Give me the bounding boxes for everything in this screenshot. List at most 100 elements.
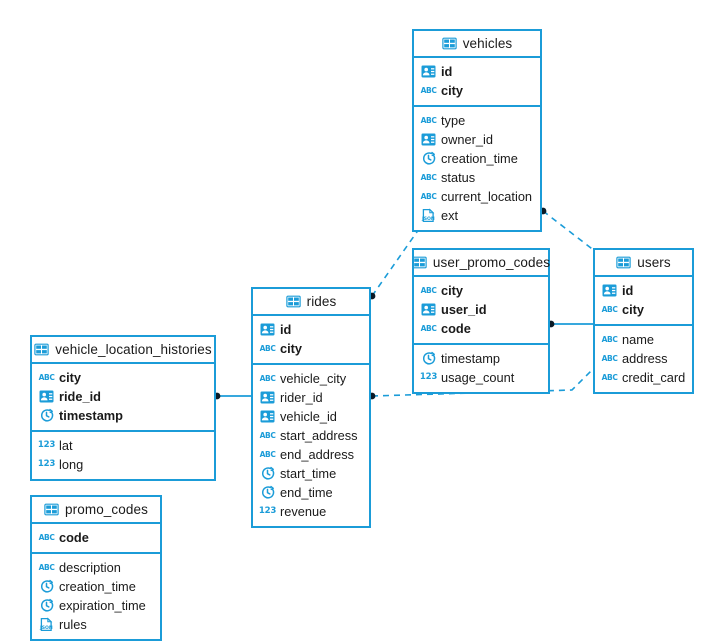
- field-name: creation_time: [441, 151, 518, 166]
- clock-icon: [260, 466, 275, 481]
- badge-icon: [421, 132, 436, 147]
- abc-icon: ABC: [420, 285, 437, 295]
- abc-icon: ABC: [38, 562, 55, 572]
- relationship-user_promo_codes-to-users[interactable]: [547, 320, 593, 328]
- field-row[interactable]: id: [414, 62, 540, 81]
- abc-icon: ABC: [420, 85, 437, 95]
- field-row[interactable]: id: [253, 320, 369, 339]
- badge-icon: [260, 390, 275, 405]
- field-name: rider_id: [280, 390, 323, 405]
- field-row[interactable]: ABC city: [253, 339, 369, 358]
- table-title: vehicles: [462, 36, 513, 51]
- field-row[interactable]: creation_time: [414, 149, 540, 168]
- field-row[interactable]: ABC name: [595, 330, 692, 349]
- badge-icon: [39, 389, 54, 404]
- abc-icon: ABC: [601, 334, 618, 344]
- table-header[interactable]: vehicle_location_histories: [32, 337, 214, 364]
- clock-icon: [39, 579, 54, 594]
- badge-icon: [260, 322, 275, 337]
- field-name: credit_card: [622, 370, 686, 385]
- field-row[interactable]: user_id: [414, 300, 548, 319]
- abc-icon: ABC: [601, 304, 618, 314]
- field-name: vehicle_id: [280, 409, 337, 424]
- field-name: start_time: [280, 466, 337, 481]
- table-header[interactable]: promo_codes: [32, 497, 160, 524]
- field-row[interactable]: ABC status: [414, 168, 540, 187]
- grid-icon: [442, 36, 457, 51]
- table-header[interactable]: vehicles: [414, 31, 540, 58]
- clock-icon: [39, 408, 54, 423]
- field-name: name: [622, 332, 655, 347]
- field-row[interactable]: timestamp: [32, 406, 214, 425]
- abc-icon: ABC: [38, 372, 55, 382]
- field-row[interactable]: owner_id: [414, 130, 540, 149]
- field-row[interactable]: end_time: [253, 483, 369, 502]
- field-name: timestamp: [441, 351, 501, 366]
- field-row[interactable]: rider_id: [253, 388, 369, 407]
- abc-icon: ABC: [420, 172, 437, 182]
- table-title: users: [637, 255, 671, 270]
- field-name: current_location: [441, 189, 533, 204]
- field-name: user_id: [441, 302, 487, 317]
- grid-icon: [285, 294, 301, 309]
- table-header[interactable]: user_promo_codes: [412, 250, 550, 277]
- abc-icon: ABC: [259, 449, 276, 459]
- field-row[interactable]: ride_id: [32, 387, 214, 406]
- field-row[interactable]: creation_time: [32, 577, 160, 596]
- num-icon: 123: [37, 459, 56, 470]
- abc-icon: ABC: [420, 115, 437, 125]
- abc-icon: ABC: [259, 343, 276, 353]
- abc-icon: ABC: [601, 353, 618, 363]
- field-row[interactable]: ABC city: [414, 81, 540, 100]
- relationship-vehicle_location_histories-to-rides[interactable]: [213, 392, 251, 400]
- field-row[interactable]: expiration_time: [32, 596, 160, 615]
- field-row[interactable]: timestamp: [414, 349, 548, 368]
- table-header[interactable]: users: [595, 250, 692, 277]
- abc-icon: ABC: [420, 323, 437, 333]
- num-icon: 123: [419, 372, 438, 383]
- clock-icon: [421, 151, 436, 166]
- field-name: city: [441, 83, 464, 98]
- field-row[interactable]: start_time: [253, 464, 369, 483]
- table-header[interactable]: rides: [253, 289, 369, 316]
- field-row[interactable]: vehicle_id: [253, 407, 369, 426]
- badge-icon: [260, 409, 275, 424]
- field-name: city: [280, 341, 303, 356]
- table-title: rides: [306, 294, 337, 309]
- field-row[interactable]: id: [595, 281, 692, 300]
- table-title: promo_codes: [65, 502, 148, 517]
- relationship-line: [542, 210, 601, 256]
- grid-icon: [44, 502, 59, 517]
- field-name: status: [441, 170, 476, 185]
